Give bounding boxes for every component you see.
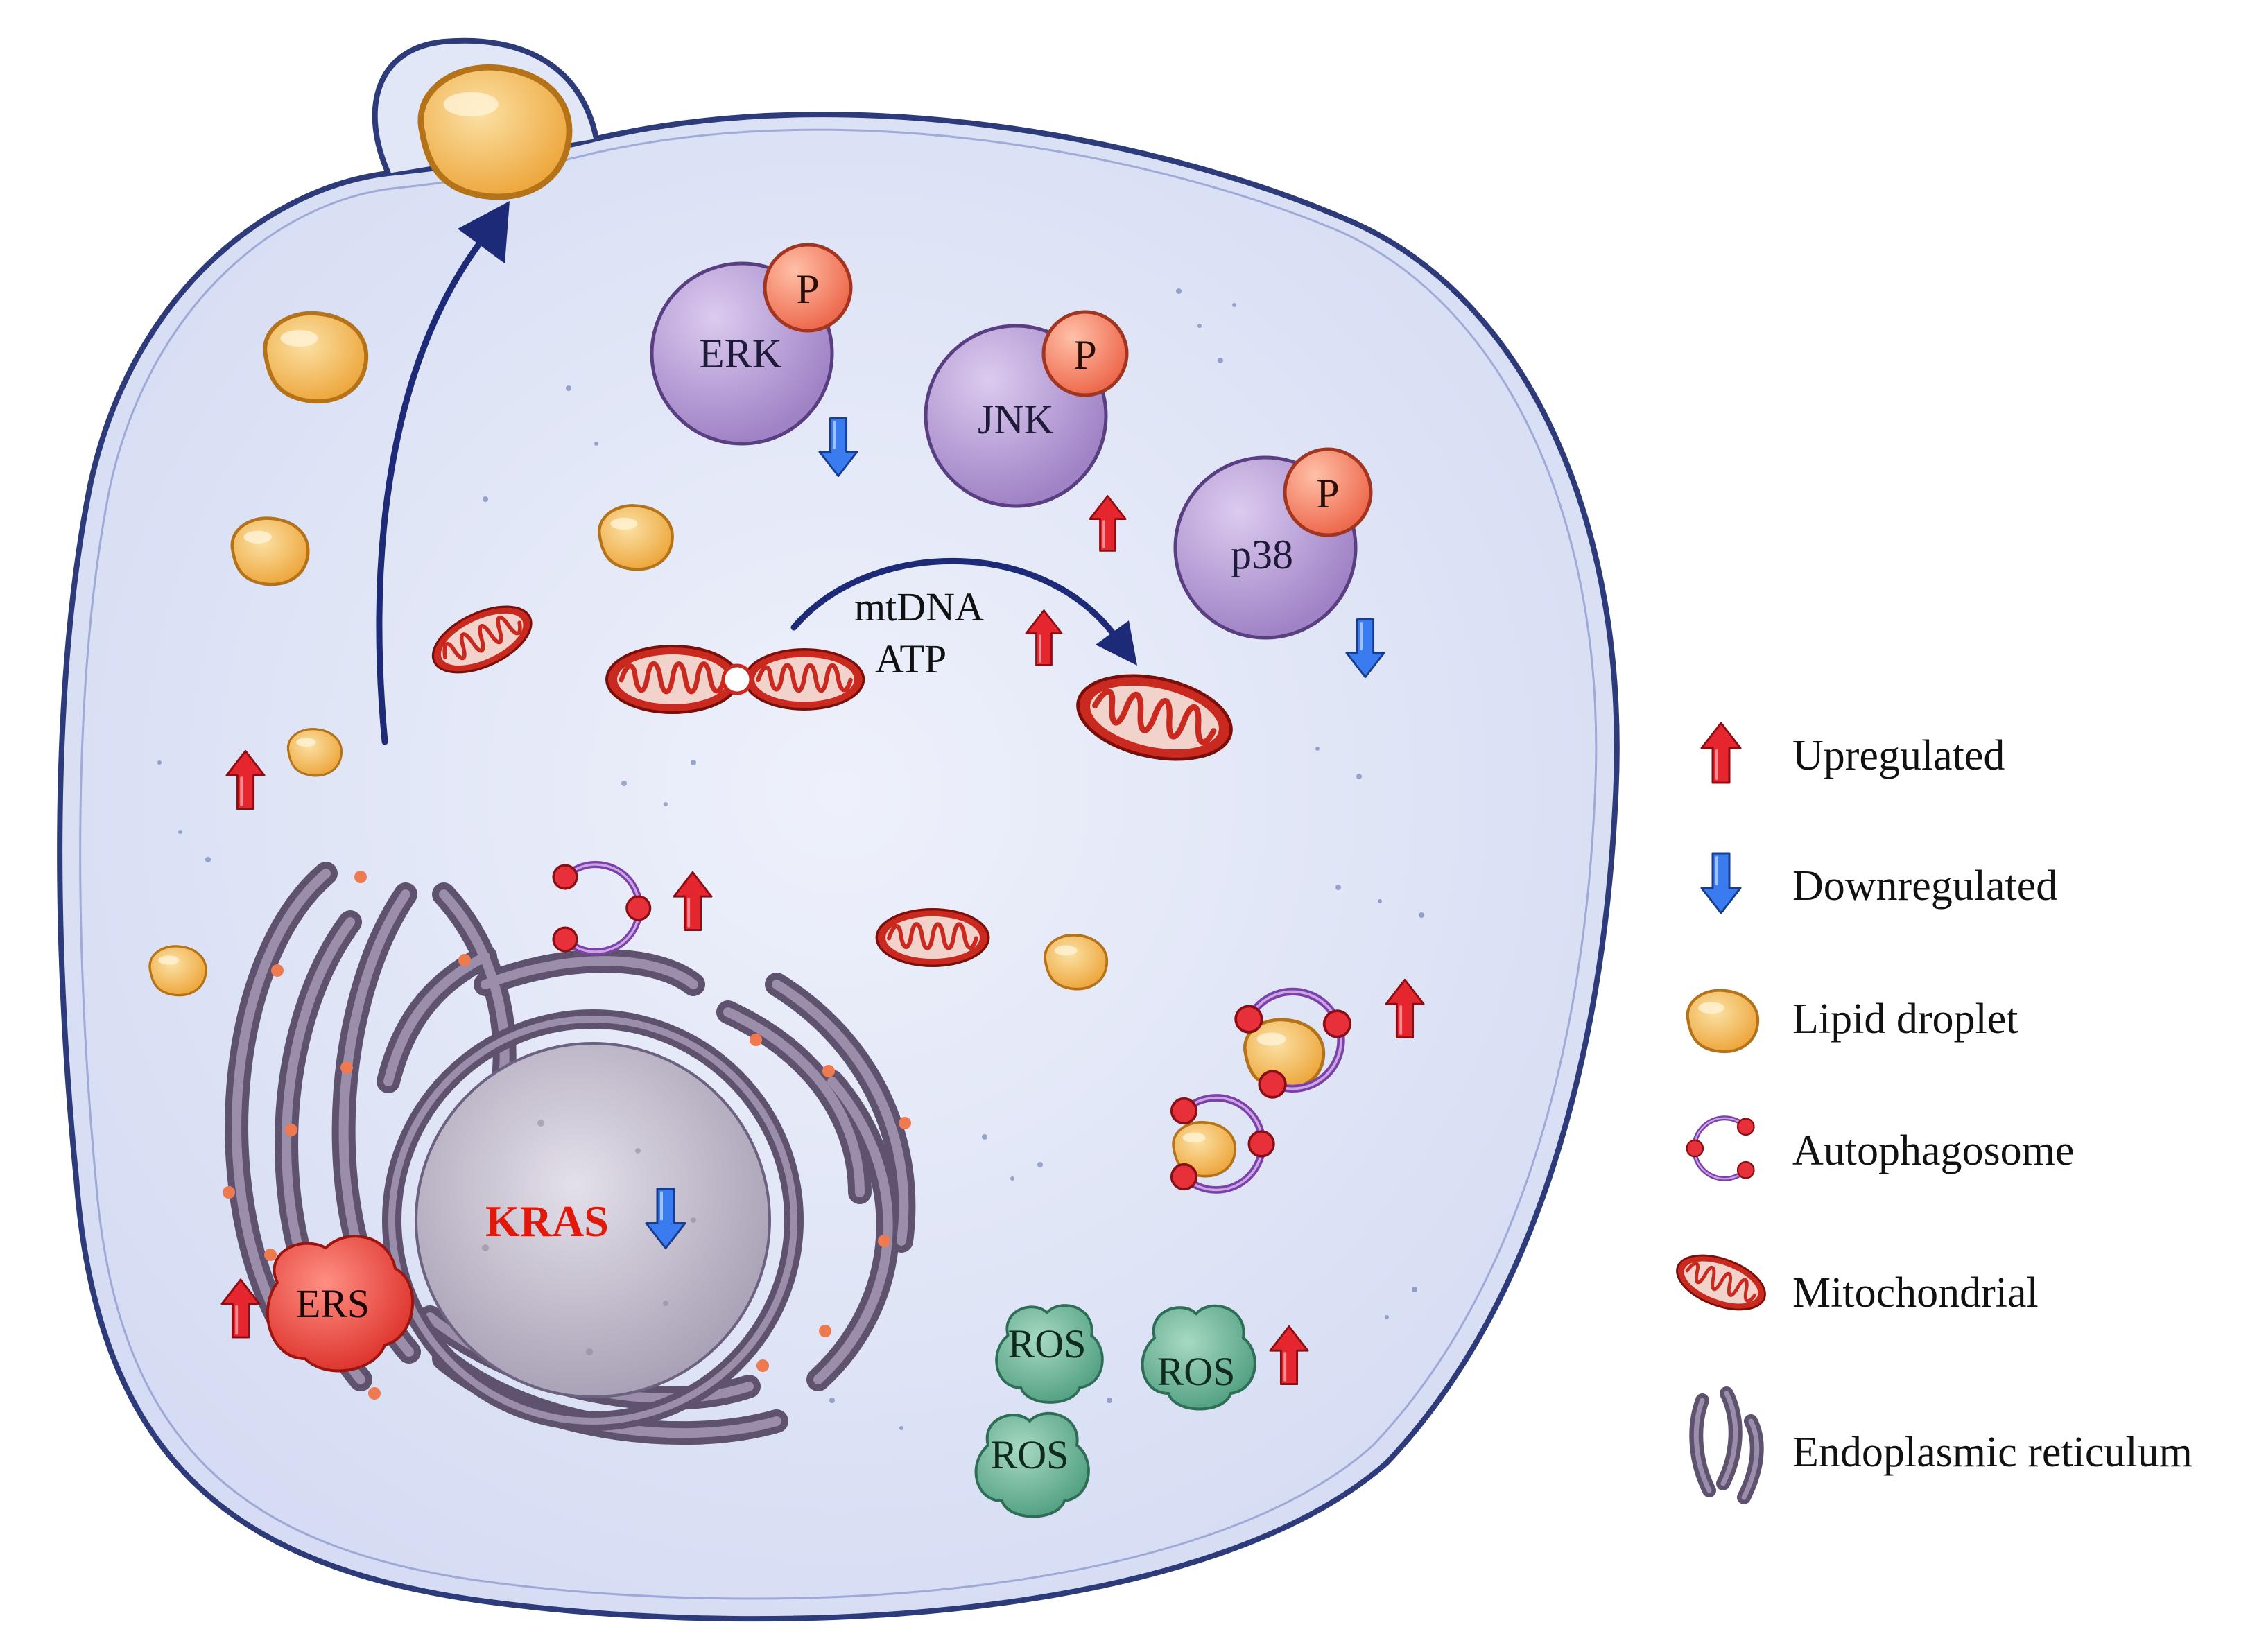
- atp-label: ATP: [875, 636, 946, 681]
- lipid-droplet: [288, 729, 341, 776]
- legend-item-upregulated: Upregulated: [1702, 723, 2005, 783]
- ros-label: ROS: [1008, 1321, 1087, 1366]
- legend-item-lipid-droplet: Lipid droplet: [1688, 991, 2018, 1052]
- legend: Upregulated Downregulated Lipid droplet …: [1670, 723, 2193, 1504]
- cytoplasm-dots: [157, 288, 1424, 1430]
- kinase-jnk-label: JNK: [978, 397, 1054, 442]
- mitochondrion-fission-right: [745, 650, 864, 709]
- lipid-droplet: [150, 946, 206, 995]
- legend-item-mitochondrial: Mitochondrial: [1670, 1245, 2039, 1321]
- legend-label: Downregulated: [1792, 862, 2057, 910]
- legend-item-autophagosome: Autophagosome: [1687, 1118, 2074, 1179]
- ers-label: ERS: [296, 1281, 370, 1326]
- legend-item-endoplasmic-reticulum: Endoplasmic reticulum: [1689, 1386, 2193, 1504]
- legend-label: Upregulated: [1792, 732, 2005, 779]
- phospho-label: P: [1316, 471, 1339, 516]
- ros-label: ROS: [991, 1432, 1069, 1477]
- lipid-droplet-icon: [1688, 991, 1758, 1052]
- mitochondria: [423, 593, 1239, 966]
- kinase-erk-label: ERK: [699, 331, 782, 376]
- ers: [266, 1235, 415, 1373]
- endoplasmic-reticulum-icon: [1689, 1386, 1764, 1504]
- lipid-droplet: [265, 313, 366, 401]
- legend-label: Mitochondrial: [1792, 1269, 2039, 1316]
- kinase-jnk: JNK P: [924, 310, 1129, 508]
- kras-label: KRAS: [485, 1197, 609, 1246]
- legend-label: Lipid droplet: [1792, 995, 2018, 1043]
- nucleus: [382, 1009, 804, 1431]
- lipid-droplet: [1044, 933, 1109, 991]
- phospho-label: P: [1073, 332, 1096, 378]
- mtdna-label: mtDNA: [854, 584, 984, 629]
- mitochondrion-fission-left: [607, 646, 738, 713]
- mitochondrion-icon: [1670, 1245, 1772, 1321]
- mito-process-arrow: [790, 557, 1137, 666]
- lipid-droplet-secreted: [421, 67, 569, 197]
- kinase-p38: p38 P: [1173, 447, 1373, 640]
- lipid-droplet: [599, 505, 672, 569]
- legend-item-downregulated: Downregulated: [1702, 853, 2057, 913]
- legend-label: Endoplasmic reticulum: [1792, 1429, 2193, 1476]
- down-arrow-icon: [1702, 853, 1740, 913]
- kinase-erk: ERK P: [650, 243, 853, 446]
- phospho-label: P: [796, 266, 819, 312]
- secretion-arrow: [376, 201, 510, 745]
- lipid-droplet: [232, 519, 309, 585]
- legend-label: Autophagosome: [1792, 1127, 2074, 1174]
- up-arrow-icon: [1702, 723, 1740, 783]
- kinase-p38-label: p38: [1231, 532, 1293, 577]
- autophagosome-icon: [1687, 1118, 1754, 1179]
- ros-label: ROS: [1157, 1349, 1236, 1394]
- mitochondrion: [876, 910, 989, 966]
